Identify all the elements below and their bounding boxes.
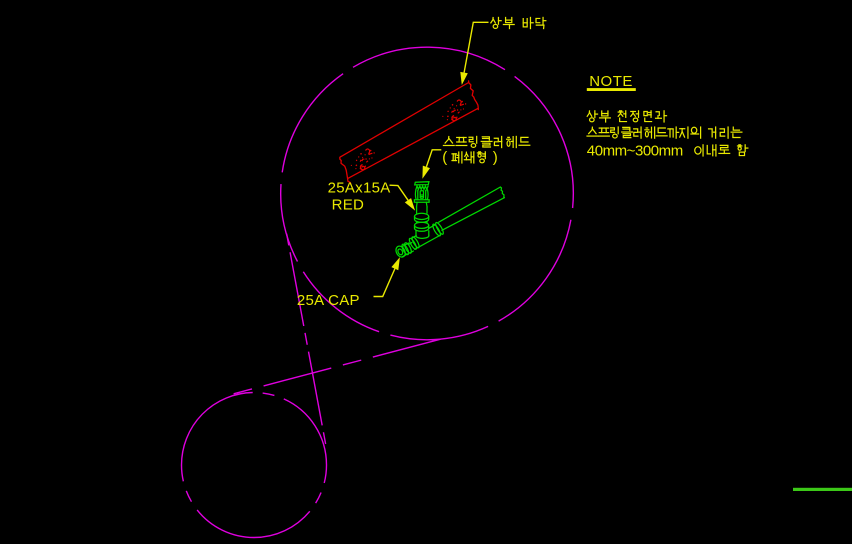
svg-text:40mm~300mm: 40mm~300mm xyxy=(587,142,683,159)
svg-text:RED: RED xyxy=(332,196,365,213)
svg-text:): ) xyxy=(493,149,498,166)
svg-text:NOTE: NOTE xyxy=(589,73,633,90)
svg-text:25Ax15A: 25Ax15A xyxy=(328,180,391,197)
svg-text:(: ( xyxy=(442,149,447,166)
svg-text:25A CAP: 25A CAP xyxy=(297,292,360,309)
